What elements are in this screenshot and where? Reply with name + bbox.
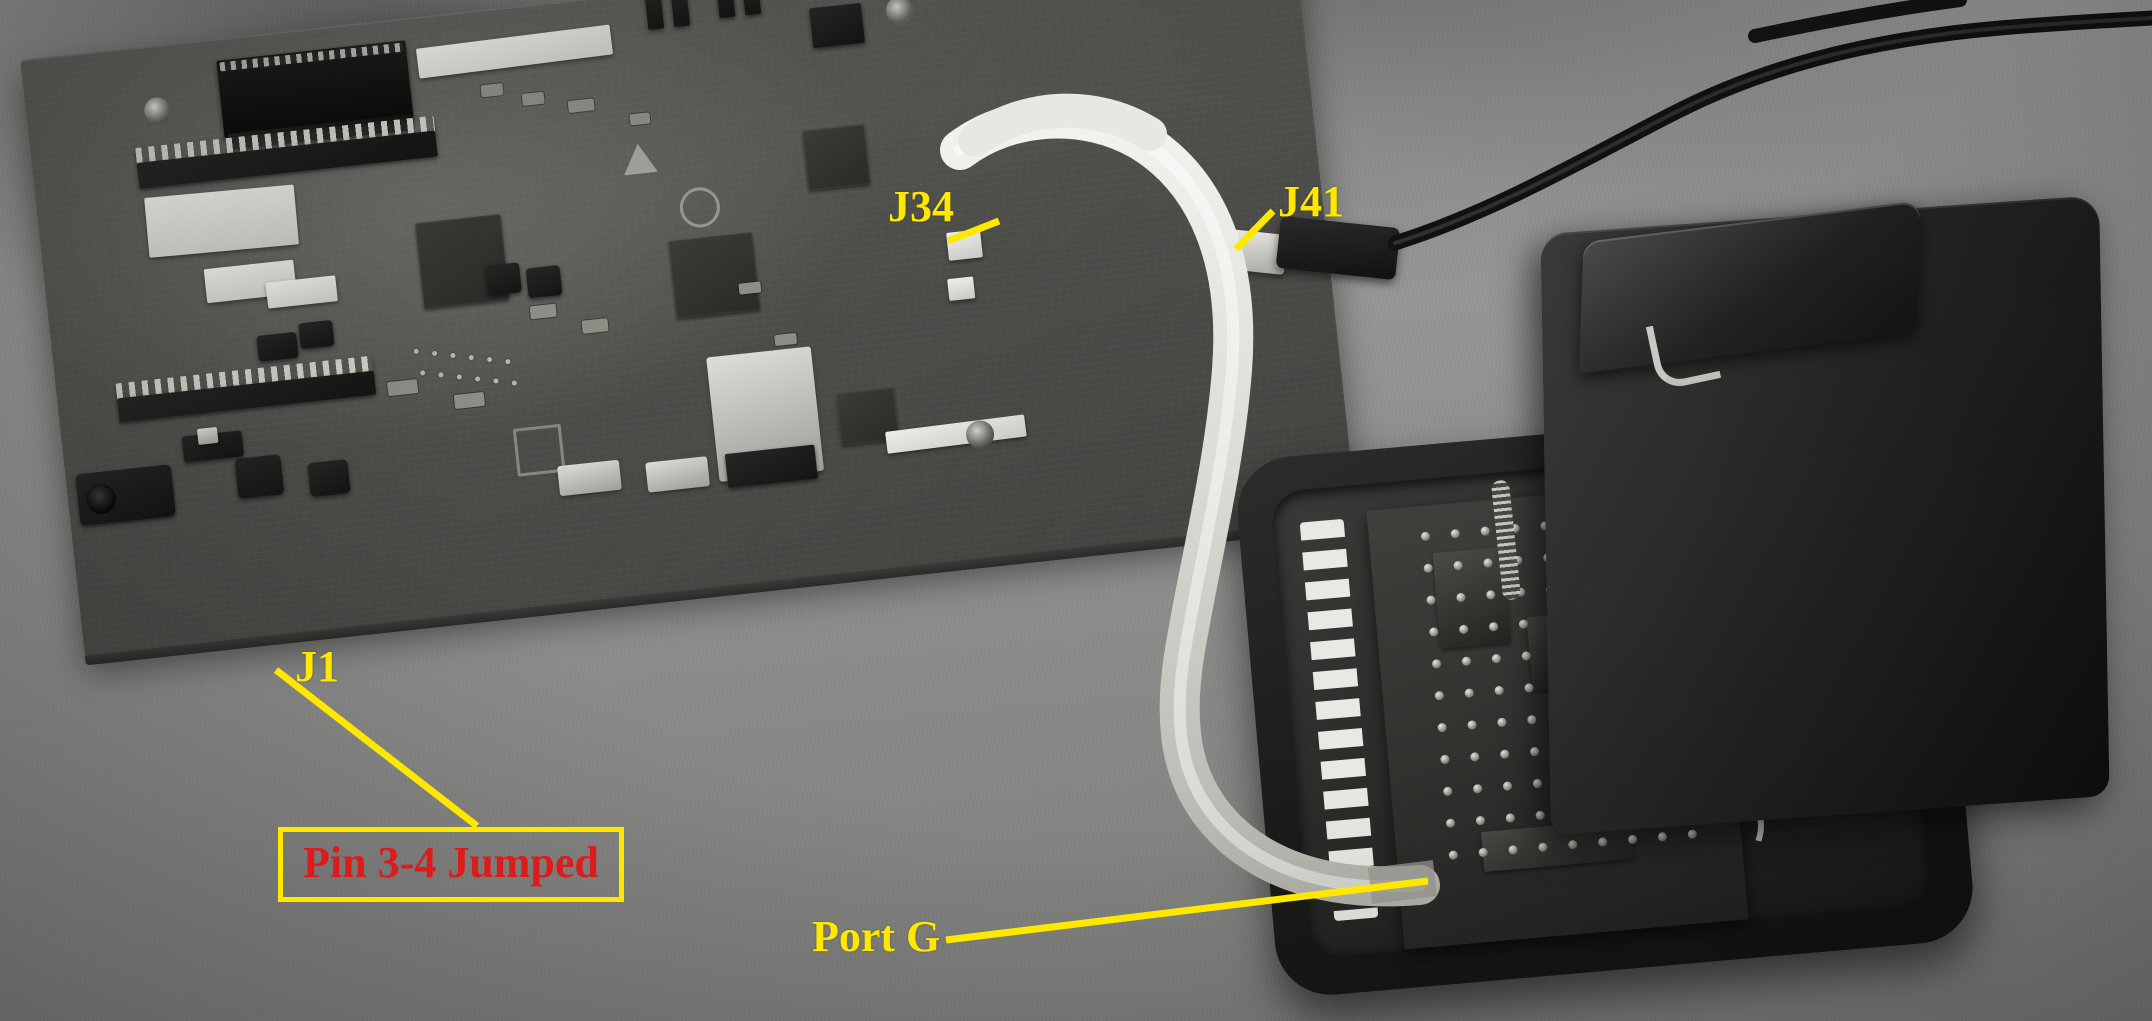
small-white-connector: [947, 276, 976, 302]
top-header-group: [669, 0, 691, 28]
board-sticker-top: [415, 24, 614, 79]
smd-part: [521, 91, 545, 106]
mounting-hole: [884, 0, 916, 27]
mounting-hole: [142, 96, 172, 125]
jumper-shunt: [196, 426, 219, 445]
annotation-label-j41: J41: [1278, 177, 1344, 226]
micro-usb-connector: [557, 459, 622, 497]
smd-part: [529, 303, 557, 320]
smd-part: [774, 332, 798, 347]
board-sticker-left: [144, 184, 299, 258]
memory-package: [668, 231, 761, 319]
callout-pin-3-4-jumped: Pin 3-4 Jumped: [278, 827, 624, 902]
smd-part: [480, 83, 504, 98]
silkscreen-warning-triangle: [620, 141, 658, 176]
top-header-group: [643, 0, 665, 30]
flash-package: [802, 124, 871, 191]
small-white-connector: [946, 229, 983, 261]
smd-part: [738, 281, 762, 295]
micro-usb-connector: [645, 456, 711, 493]
smd-part: [567, 98, 595, 114]
annotation-label-port-g: Port G: [812, 912, 941, 961]
push-button: [256, 331, 299, 362]
fpc-connector-right: [885, 414, 1027, 454]
push-button: [525, 264, 563, 299]
annotation-label-j34: J34: [888, 182, 954, 231]
push-button: [234, 454, 285, 499]
pad-field: [413, 336, 540, 409]
silkscreen-cross-box: [512, 423, 566, 477]
push-button: [298, 319, 335, 350]
silkscreen-circle-mark: [677, 185, 722, 230]
smd-part: [581, 318, 609, 334]
push-button: [307, 459, 351, 498]
top-header-group: [715, 0, 736, 19]
top-header-group: [741, 0, 762, 16]
push-button: [484, 262, 523, 296]
ribbon-header-j34: [809, 2, 866, 49]
annotation-label-j1: J1: [295, 642, 339, 691]
smd-part: [629, 112, 651, 126]
smd-part: [386, 379, 419, 397]
